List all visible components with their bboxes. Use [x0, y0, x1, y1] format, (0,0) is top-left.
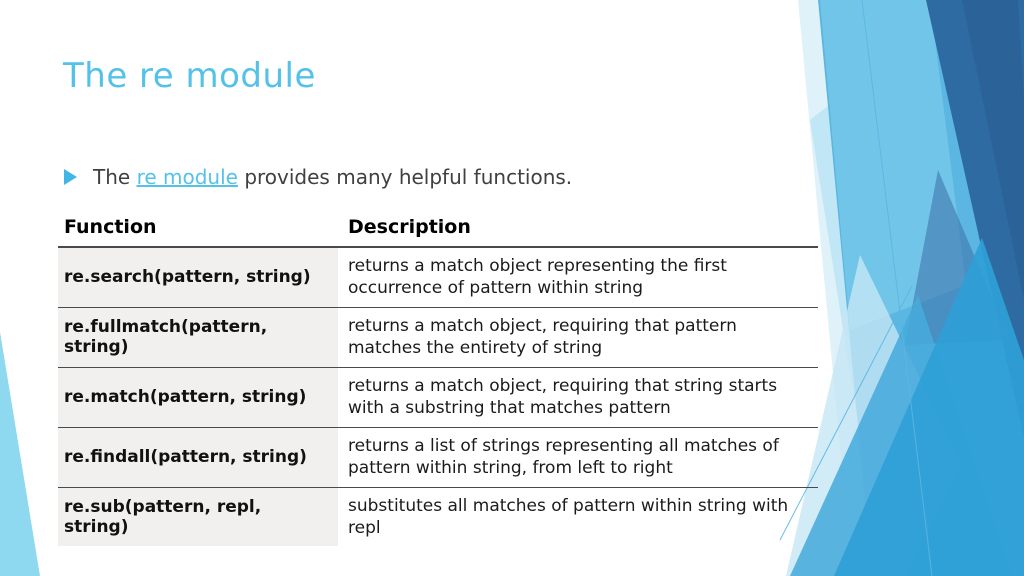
bullet-triangle-icon [64, 169, 77, 185]
table-row: re.search(pattern, string) returns a mat… [58, 247, 818, 308]
function-cell: re.sub(pattern, repl, string) [58, 487, 338, 547]
description-cell: substitutes all matches of pattern withi… [348, 495, 789, 538]
function-cell: re.findall(pattern, string) [58, 427, 338, 488]
description-cell: returns a match object, requiring that s… [338, 367, 818, 428]
description-cell: returns a match object, requiring that p… [338, 307, 818, 368]
function-cell: re.search(pattern, string) [58, 247, 338, 308]
table-row: re.sub(pattern, repl, string) substitute… [58, 487, 818, 547]
bullet-line: The re module provides many helpful func… [64, 165, 764, 189]
description-cell: returns a list of strings representing a… [338, 427, 818, 488]
function-cell: re.fullmatch(pattern, string) [58, 307, 338, 368]
table-header-row: Function Description [58, 212, 818, 248]
column-header-function: Function [58, 212, 338, 248]
table-row: re.findall(pattern, string) returns a li… [58, 427, 818, 488]
bullet-text: The re module provides many helpful func… [93, 165, 572, 189]
slide-content: The re module The re module provides man… [58, 56, 818, 547]
functions-table: Function Description re.search(pattern, … [58, 212, 818, 547]
column-header-description: Description [338, 212, 818, 248]
bullet-suffix: provides many helpful functions. [237, 165, 573, 189]
description-cell: returns a match object representing the … [338, 247, 818, 308]
function-cell: re.match(pattern, string) [58, 367, 338, 428]
page-title: The re module [63, 56, 316, 96]
table-row: re.match(pattern, string) returns a matc… [58, 367, 818, 428]
table-row: re.fullmatch(pattern, string) returns a … [58, 307, 818, 368]
bullet-prefix: The [93, 165, 137, 189]
re-module-link[interactable]: re module [136, 165, 238, 189]
